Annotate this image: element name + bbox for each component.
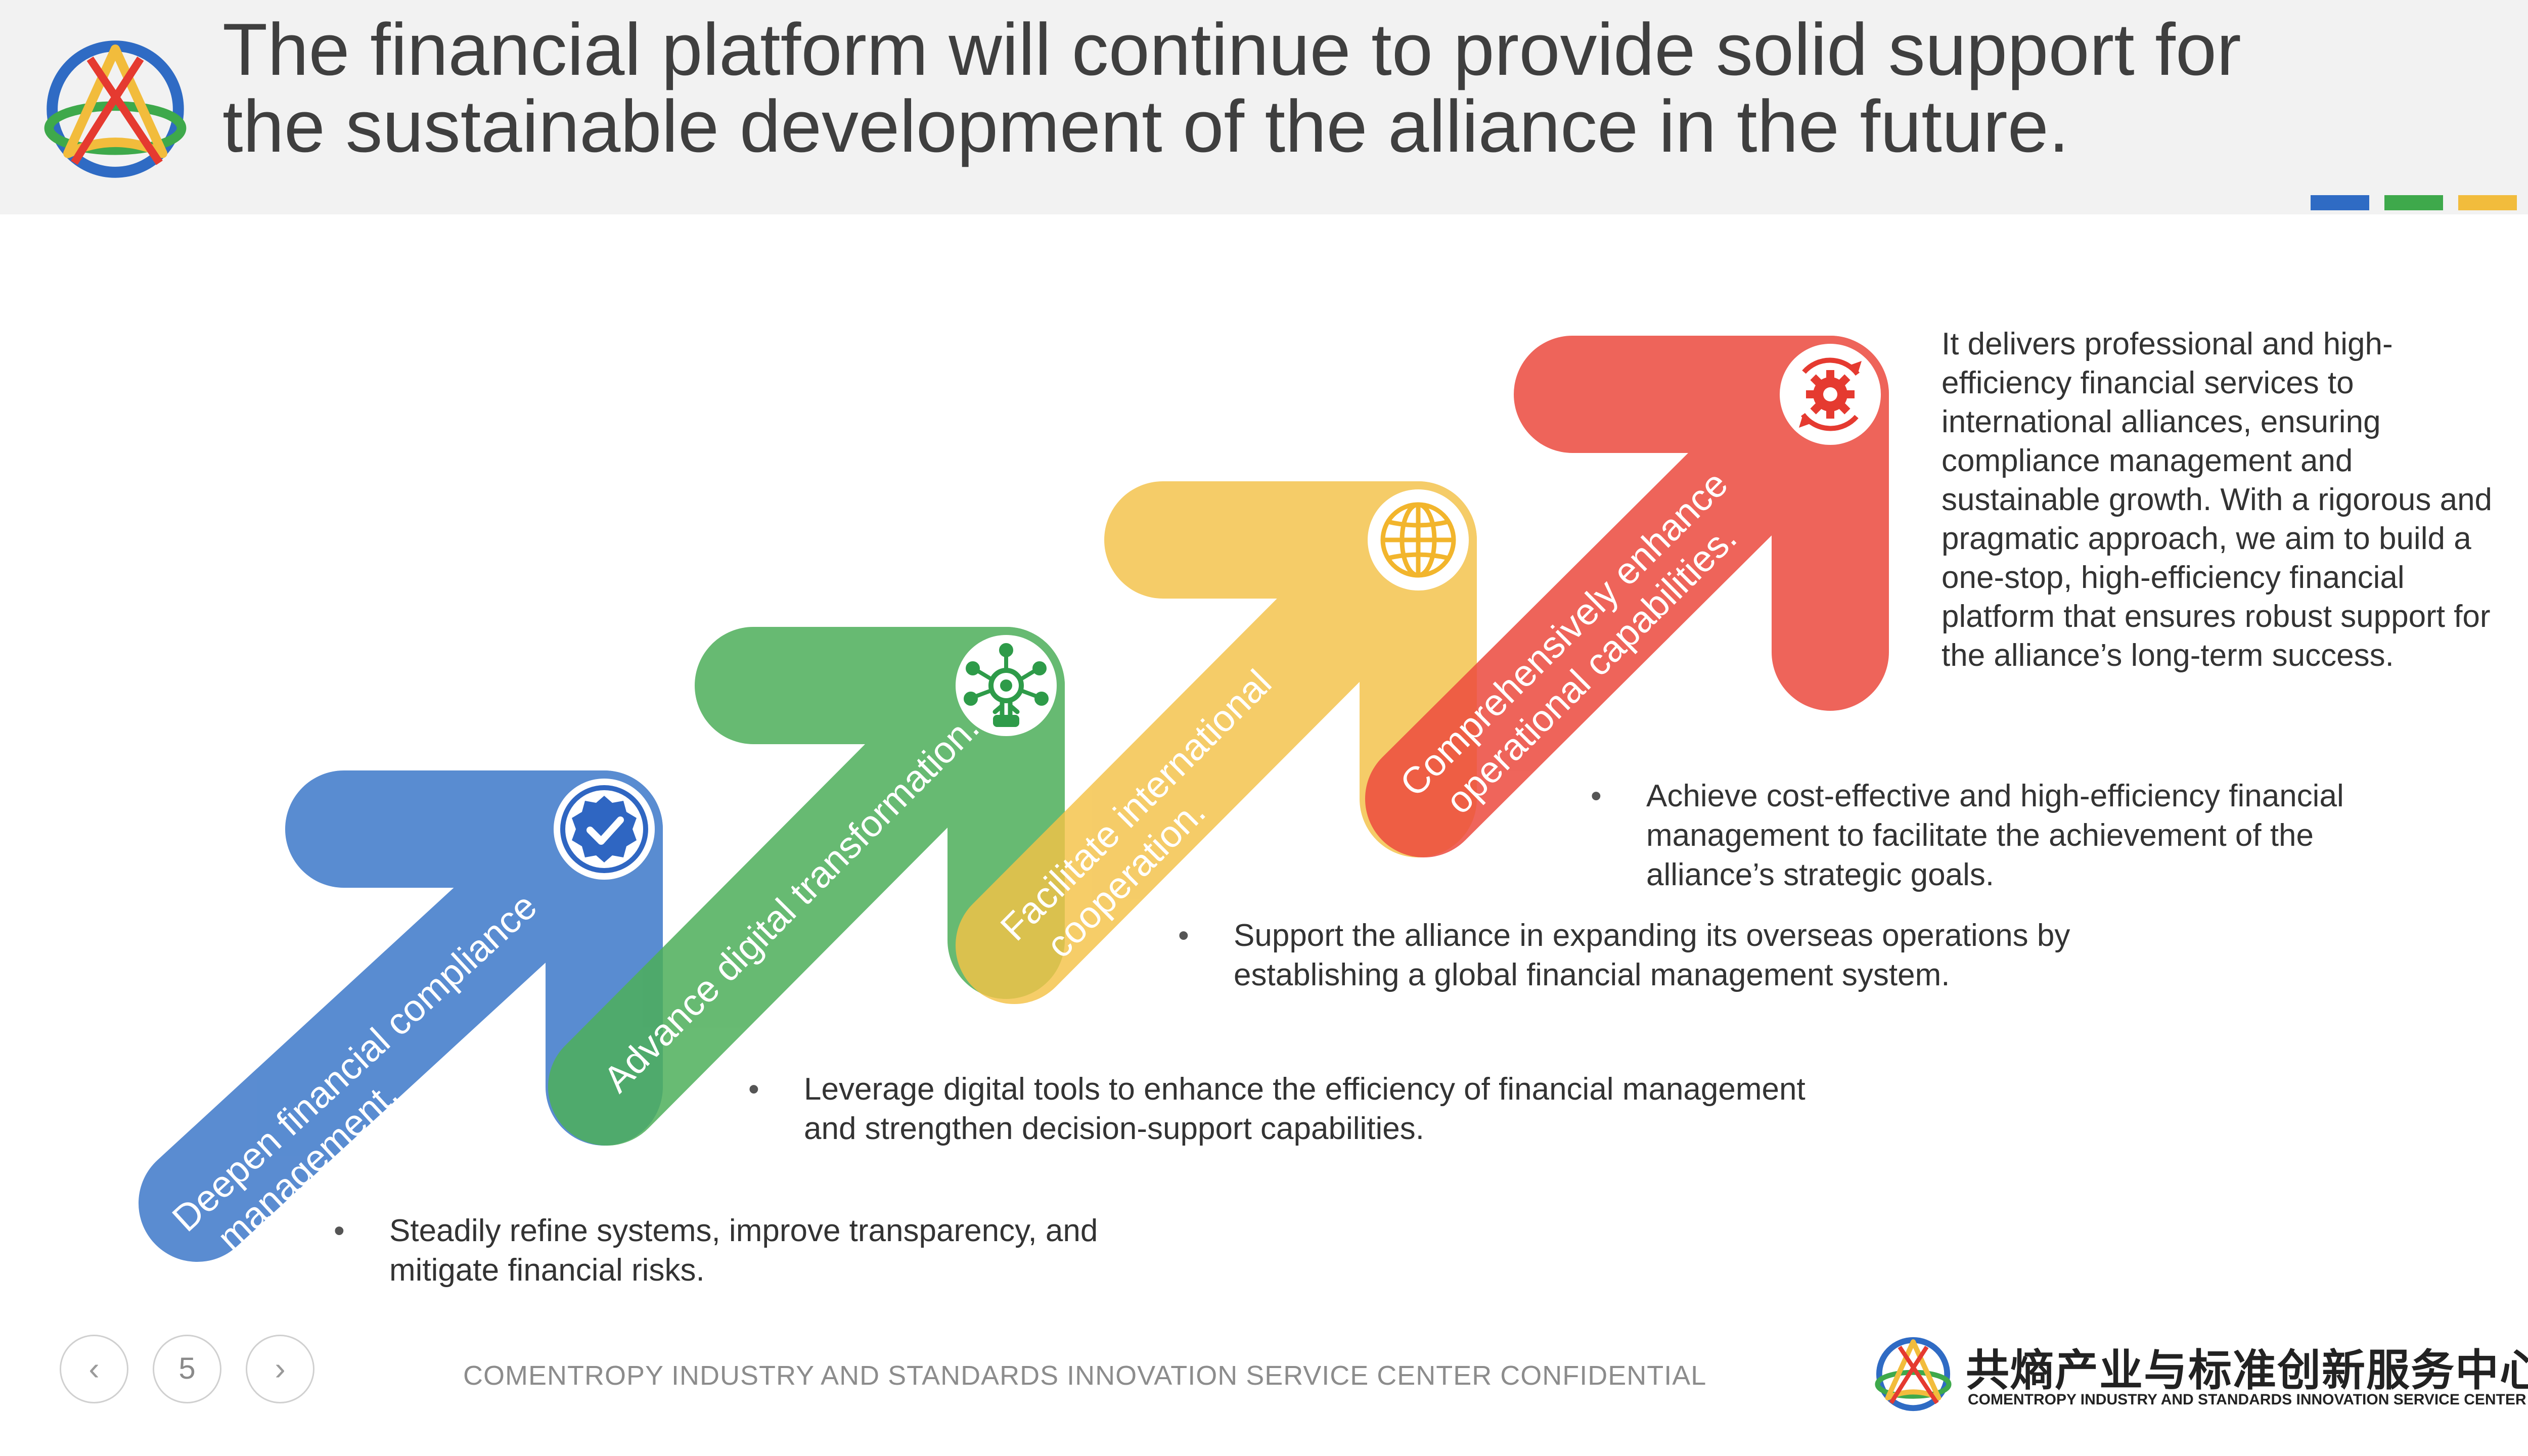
growth-arrows-graphic: Deepen financial compliance management. … xyxy=(139,336,1889,1262)
title-line-2: the sustainable development of the allia… xyxy=(222,85,2069,167)
globe-icon xyxy=(1368,489,1469,590)
bullet-item-overseas: • Support the alliance in expanding its … xyxy=(1178,916,2070,995)
bullet-dot: • xyxy=(748,1072,759,1107)
color-bar-blue xyxy=(2311,195,2369,210)
prev-page-button[interactable]: ‹ xyxy=(60,1335,128,1403)
gear-refresh-icon xyxy=(1780,344,1881,445)
title-line-1: The financial platform will continue to … xyxy=(222,8,2241,90)
org-name-english: COMENTROPY INDUSTRY AND STANDARDS INNOVA… xyxy=(1968,1391,2526,1408)
bullet-dot: • xyxy=(334,1213,345,1248)
color-bar-yellow xyxy=(2458,195,2517,210)
bullet-item-risk: • Steadily refine systems, improve trans… xyxy=(334,1211,1098,1290)
footer-logo xyxy=(1875,1337,1952,1412)
page-number: 5 xyxy=(153,1335,221,1403)
header-band: The financial platform will continue to … xyxy=(0,0,2528,214)
alliance-logo xyxy=(44,40,187,178)
confidential-notice: COMENTROPY INDUSTRY AND STANDARDS INNOVA… xyxy=(463,1360,1707,1391)
org-name-chinese: 共熵产业与标准创新服务中心 xyxy=(1966,1346,2528,1395)
bullet-dot: • xyxy=(1178,918,1189,953)
chevron-right-icon: › xyxy=(275,1350,286,1387)
color-bar-green xyxy=(2384,195,2443,210)
chevron-left-icon: ‹ xyxy=(88,1350,100,1387)
summary-paragraph: It delivers professional and high- effic… xyxy=(1942,327,2493,673)
next-page-button[interactable]: › xyxy=(246,1335,314,1403)
bullet-item-cost-effective: • Achieve cost-effective and high-effici… xyxy=(1591,777,2344,895)
bullet-item-digital-tools: • Leverage digital tools to enhance the … xyxy=(748,1070,1805,1149)
check-badge-icon xyxy=(554,779,655,880)
bullet-dot: • xyxy=(1591,779,1602,813)
digital-network-icon xyxy=(956,635,1057,736)
page-title: The financial platform will continue to … xyxy=(222,11,2528,165)
